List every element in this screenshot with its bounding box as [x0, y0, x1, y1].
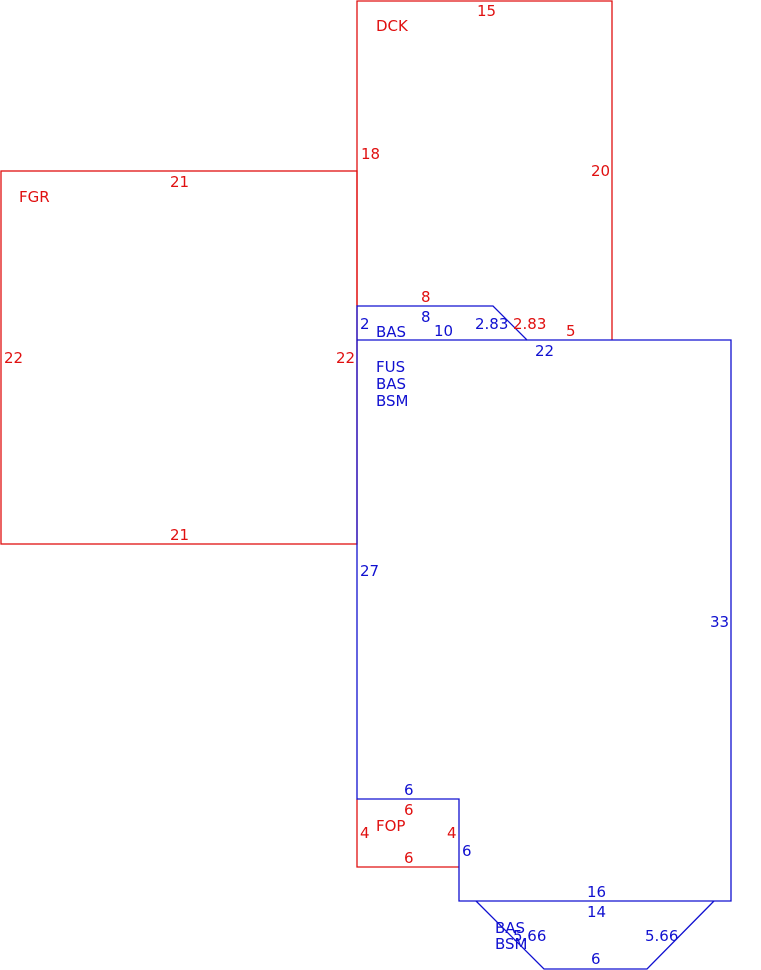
dim-bay-top: 14 — [587, 903, 606, 921]
dim-fgr-right: 22 — [336, 349, 355, 367]
dim-main-right: 33 — [710, 613, 729, 631]
dim-notch-right: 6 — [462, 842, 472, 860]
dck-label: DCK — [376, 17, 409, 35]
dim-fgr-bottom: 21 — [170, 526, 189, 544]
dim-bas-top: 8 — [421, 308, 431, 326]
dim-main-bottom: 16 — [587, 883, 606, 901]
bay-outline — [475, 900, 715, 970]
dim-bas-bottom: 10 — [434, 322, 453, 340]
dim-fgr-top: 21 — [170, 173, 189, 191]
fop-outline — [356, 799, 459, 868]
dim-main-top: 22 — [535, 342, 554, 360]
dim-fop-top-blue: 6 — [404, 781, 414, 799]
dim-dck-short: 5 — [566, 322, 576, 340]
fop-label: FOP — [376, 817, 405, 835]
main-label-bas: BAS — [376, 375, 406, 393]
main-outline — [356, 305, 732, 902]
dim-bay-right-diag: 5.66 — [645, 927, 678, 945]
dck-outline — [356, 0, 613, 340]
fgr-outline — [0, 170, 358, 545]
dim-fop-right: 4 — [447, 824, 457, 842]
dim-dck-top: 15 — [477, 2, 496, 20]
bay-label-bas: BAS — [495, 919, 525, 937]
dim-dck-inner: 8 — [421, 288, 431, 306]
dim-dck-diag: 2.83 — [513, 315, 546, 333]
dim-fop-bottom: 6 — [404, 849, 414, 867]
dim-dck-left: 18 — [361, 145, 380, 163]
dim-fgr-left: 22 — [4, 349, 23, 367]
dim-fop-top-red: 6 — [404, 801, 414, 819]
bas-top-label: BAS — [376, 323, 406, 341]
bay-label-bsm: BSM — [495, 935, 528, 953]
main-label-bsm: BSM — [376, 392, 409, 410]
dim-bay-bottom: 6 — [591, 950, 601, 968]
dim-bas-diag: 2.83 — [475, 315, 508, 333]
dim-bas-left: 2 — [360, 315, 370, 333]
dim-fop-left: 4 — [360, 824, 370, 842]
dim-main-left: 27 — [360, 562, 379, 580]
dim-dck-right: 20 — [591, 162, 610, 180]
dim-bay-left-diag: 5.66 — [513, 927, 546, 945]
main-label-fus: FUS — [376, 358, 405, 376]
fgr-label: FGR — [19, 188, 50, 206]
